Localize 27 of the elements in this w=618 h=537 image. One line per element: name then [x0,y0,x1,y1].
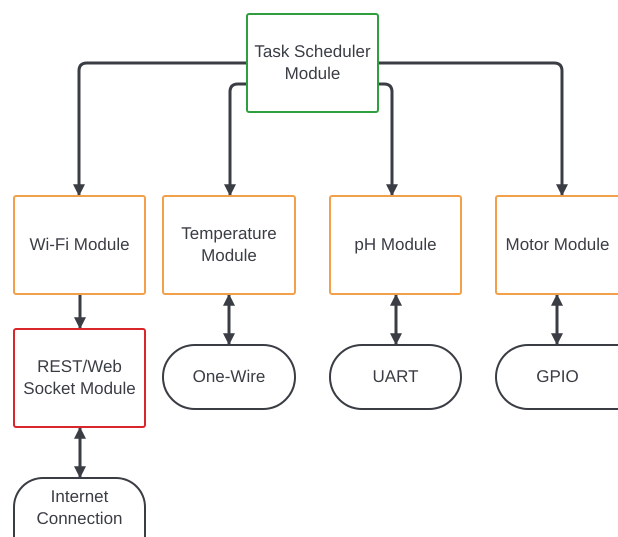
arrow [379,82,398,196]
module-box [246,13,379,113]
module-box [329,195,462,295]
arrow [390,294,402,346]
arrow [74,426,86,478]
node-label: Motor Module [506,234,610,256]
interface-pill [495,344,618,410]
arrow [73,62,246,196]
node-label: GPIO [536,366,579,388]
node-label: Internet Connection [35,486,124,530]
arrow [74,295,86,330]
module-box [495,195,618,295]
node-label: Task Scheduler Module [254,41,371,85]
node-label: REST/Web Socket Module [22,356,137,400]
interface-pill [13,477,146,537]
node-label: UART [372,366,418,388]
arrow [223,294,235,346]
module-box [162,195,296,295]
arrow [551,294,563,346]
module-box [13,195,146,295]
module-box [13,328,146,428]
node-label: Temperature Module [180,223,278,267]
arrow [379,62,568,196]
node-label: pH Module [354,234,437,256]
node-label: One-Wire [192,366,266,388]
node-label: Wi-Fi Module [29,234,130,256]
arrow [224,82,246,196]
